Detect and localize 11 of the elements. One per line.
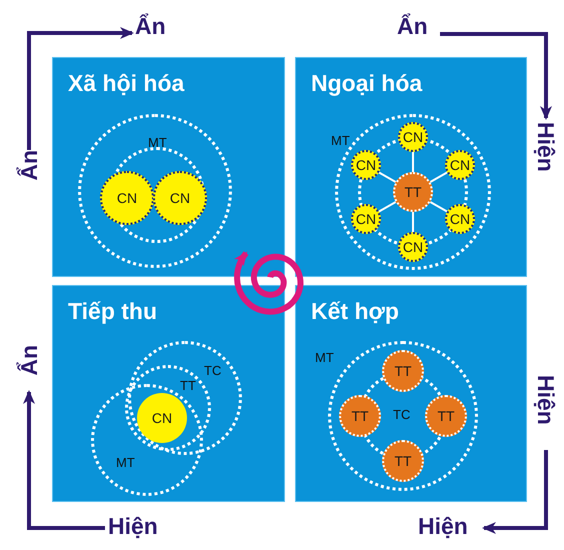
ring-label: TT	[180, 378, 196, 393]
ring-label: MT	[331, 133, 350, 148]
quadrant-title: Tiếp thu	[68, 297, 158, 325]
quadrant-title: Ngoại hóa	[311, 69, 422, 97]
ring-label: MT	[315, 350, 334, 365]
ring-label: MT	[148, 135, 167, 150]
quadrant-title: Xã hội hóa	[68, 69, 184, 97]
quadrant-title: Kết hợp	[311, 297, 399, 325]
ring-label: TC	[204, 363, 222, 378]
ring-label: TC	[393, 407, 410, 422]
ring-label: MT	[116, 455, 135, 470]
